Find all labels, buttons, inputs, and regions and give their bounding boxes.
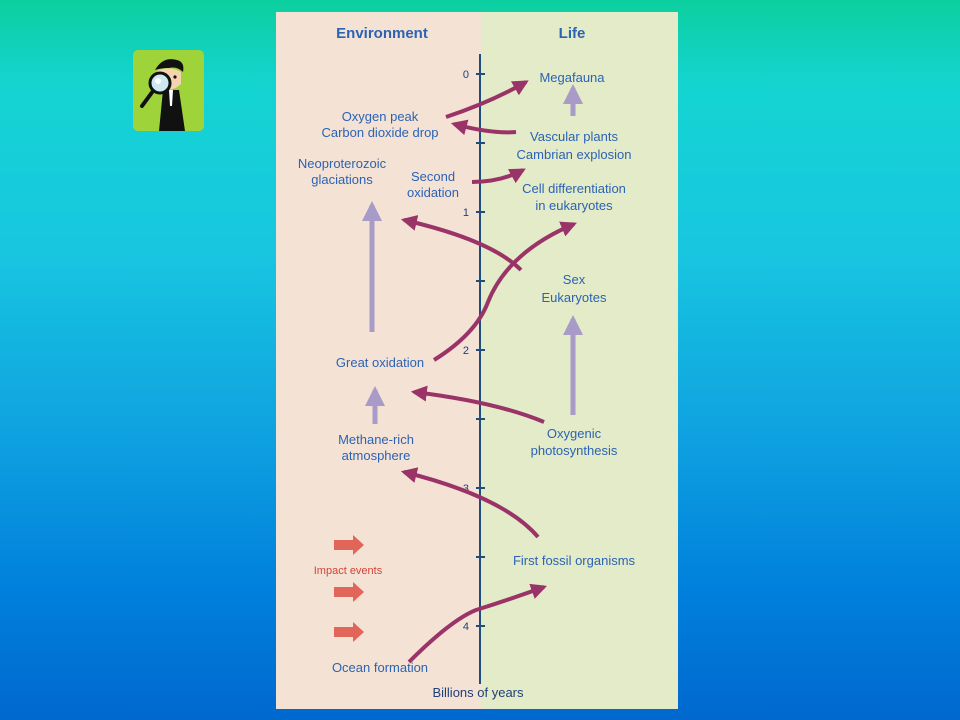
axis-ticks xyxy=(476,73,485,627)
svg-text:glaciations: glaciations xyxy=(311,172,373,187)
tick-label-2: 2 xyxy=(463,345,469,357)
svg-text:Great oxidation: Great oxidation xyxy=(336,355,424,370)
svg-text:Ocean formation: Ocean formation xyxy=(332,660,428,675)
environment-event-great-oxidation: Great oxidation xyxy=(336,355,424,370)
tick-label-0: 0 xyxy=(463,69,469,81)
svg-text:Vascular plants: Vascular plants xyxy=(530,129,618,144)
life-event-cell-differentiation: Cell differentiation in eukaryotes xyxy=(522,181,626,213)
magenta-arrows xyxy=(400,80,577,664)
environment-event-neoproterozoic-glaciations: Neoproterozoic glaciations xyxy=(298,156,387,187)
svg-text:photosynthesis: photosynthesis xyxy=(531,443,618,458)
earth-history-diagram: Environment Life 0 1 2 3 4 Billions of y… xyxy=(276,12,678,709)
svg-text:Oxygenic: Oxygenic xyxy=(547,426,602,441)
svg-text:oxidation: oxidation xyxy=(407,185,459,200)
svg-text:Second: Second xyxy=(411,169,455,184)
environment-event-methane-rich-atmosphere: Methane-rich atmosphere xyxy=(338,432,414,463)
impact-event-arrows xyxy=(334,535,364,642)
tick-label-1: 1 xyxy=(463,207,469,219)
lavender-arrows xyxy=(362,84,583,424)
life-panel xyxy=(481,12,678,709)
svg-text:Cambrian explosion: Cambrian explosion xyxy=(517,147,632,162)
svg-text:Neoproterozoic: Neoproterozoic xyxy=(298,156,387,171)
life-event-sex-eukaryotes: Sex Eukaryotes xyxy=(541,272,607,305)
environment-event-second-oxidation: Second oxidation xyxy=(407,169,459,200)
life-event-first-fossil-organisms: First fossil organisms xyxy=(513,553,636,568)
life-event-megafauna: Megafauna xyxy=(539,70,605,85)
svg-text:Sex: Sex xyxy=(563,272,586,287)
svg-text:Oxygen peak: Oxygen peak xyxy=(342,109,419,124)
svg-text:First fossil organisms: First fossil organisms xyxy=(513,553,636,568)
impact-events-label: Impact events xyxy=(314,565,383,577)
svg-text:in eukaryotes: in eukaryotes xyxy=(535,198,613,213)
svg-text:Carbon dioxide drop: Carbon dioxide drop xyxy=(321,125,438,140)
svg-text:Methane-rich: Methane-rich xyxy=(338,432,414,447)
life-header: Life xyxy=(559,25,586,42)
detective-magnifier-icon xyxy=(133,50,204,131)
svg-text:Megafauna: Megafauna xyxy=(539,70,605,85)
environment-event-ocean-formation: Ocean formation xyxy=(332,660,428,675)
svg-text:atmosphere: atmosphere xyxy=(342,448,411,463)
environment-event-oxygen-peak: Oxygen peak Carbon dioxide drop xyxy=(321,109,438,140)
environment-header: Environment xyxy=(336,25,428,42)
life-event-oxygenic-photosynthesis: Oxygenic photosynthesis xyxy=(531,426,618,458)
svg-text:Eukaryotes: Eukaryotes xyxy=(541,290,607,305)
tick-label-4: 4 xyxy=(463,621,469,633)
svg-text:Cell differentiation: Cell differentiation xyxy=(522,181,626,196)
tick-label-3: 3 xyxy=(463,483,469,495)
axis-title: Billions of years xyxy=(432,685,524,700)
life-event-vascular-plants: Vascular plants Cambrian explosion xyxy=(517,129,632,162)
environment-panel xyxy=(276,12,481,709)
